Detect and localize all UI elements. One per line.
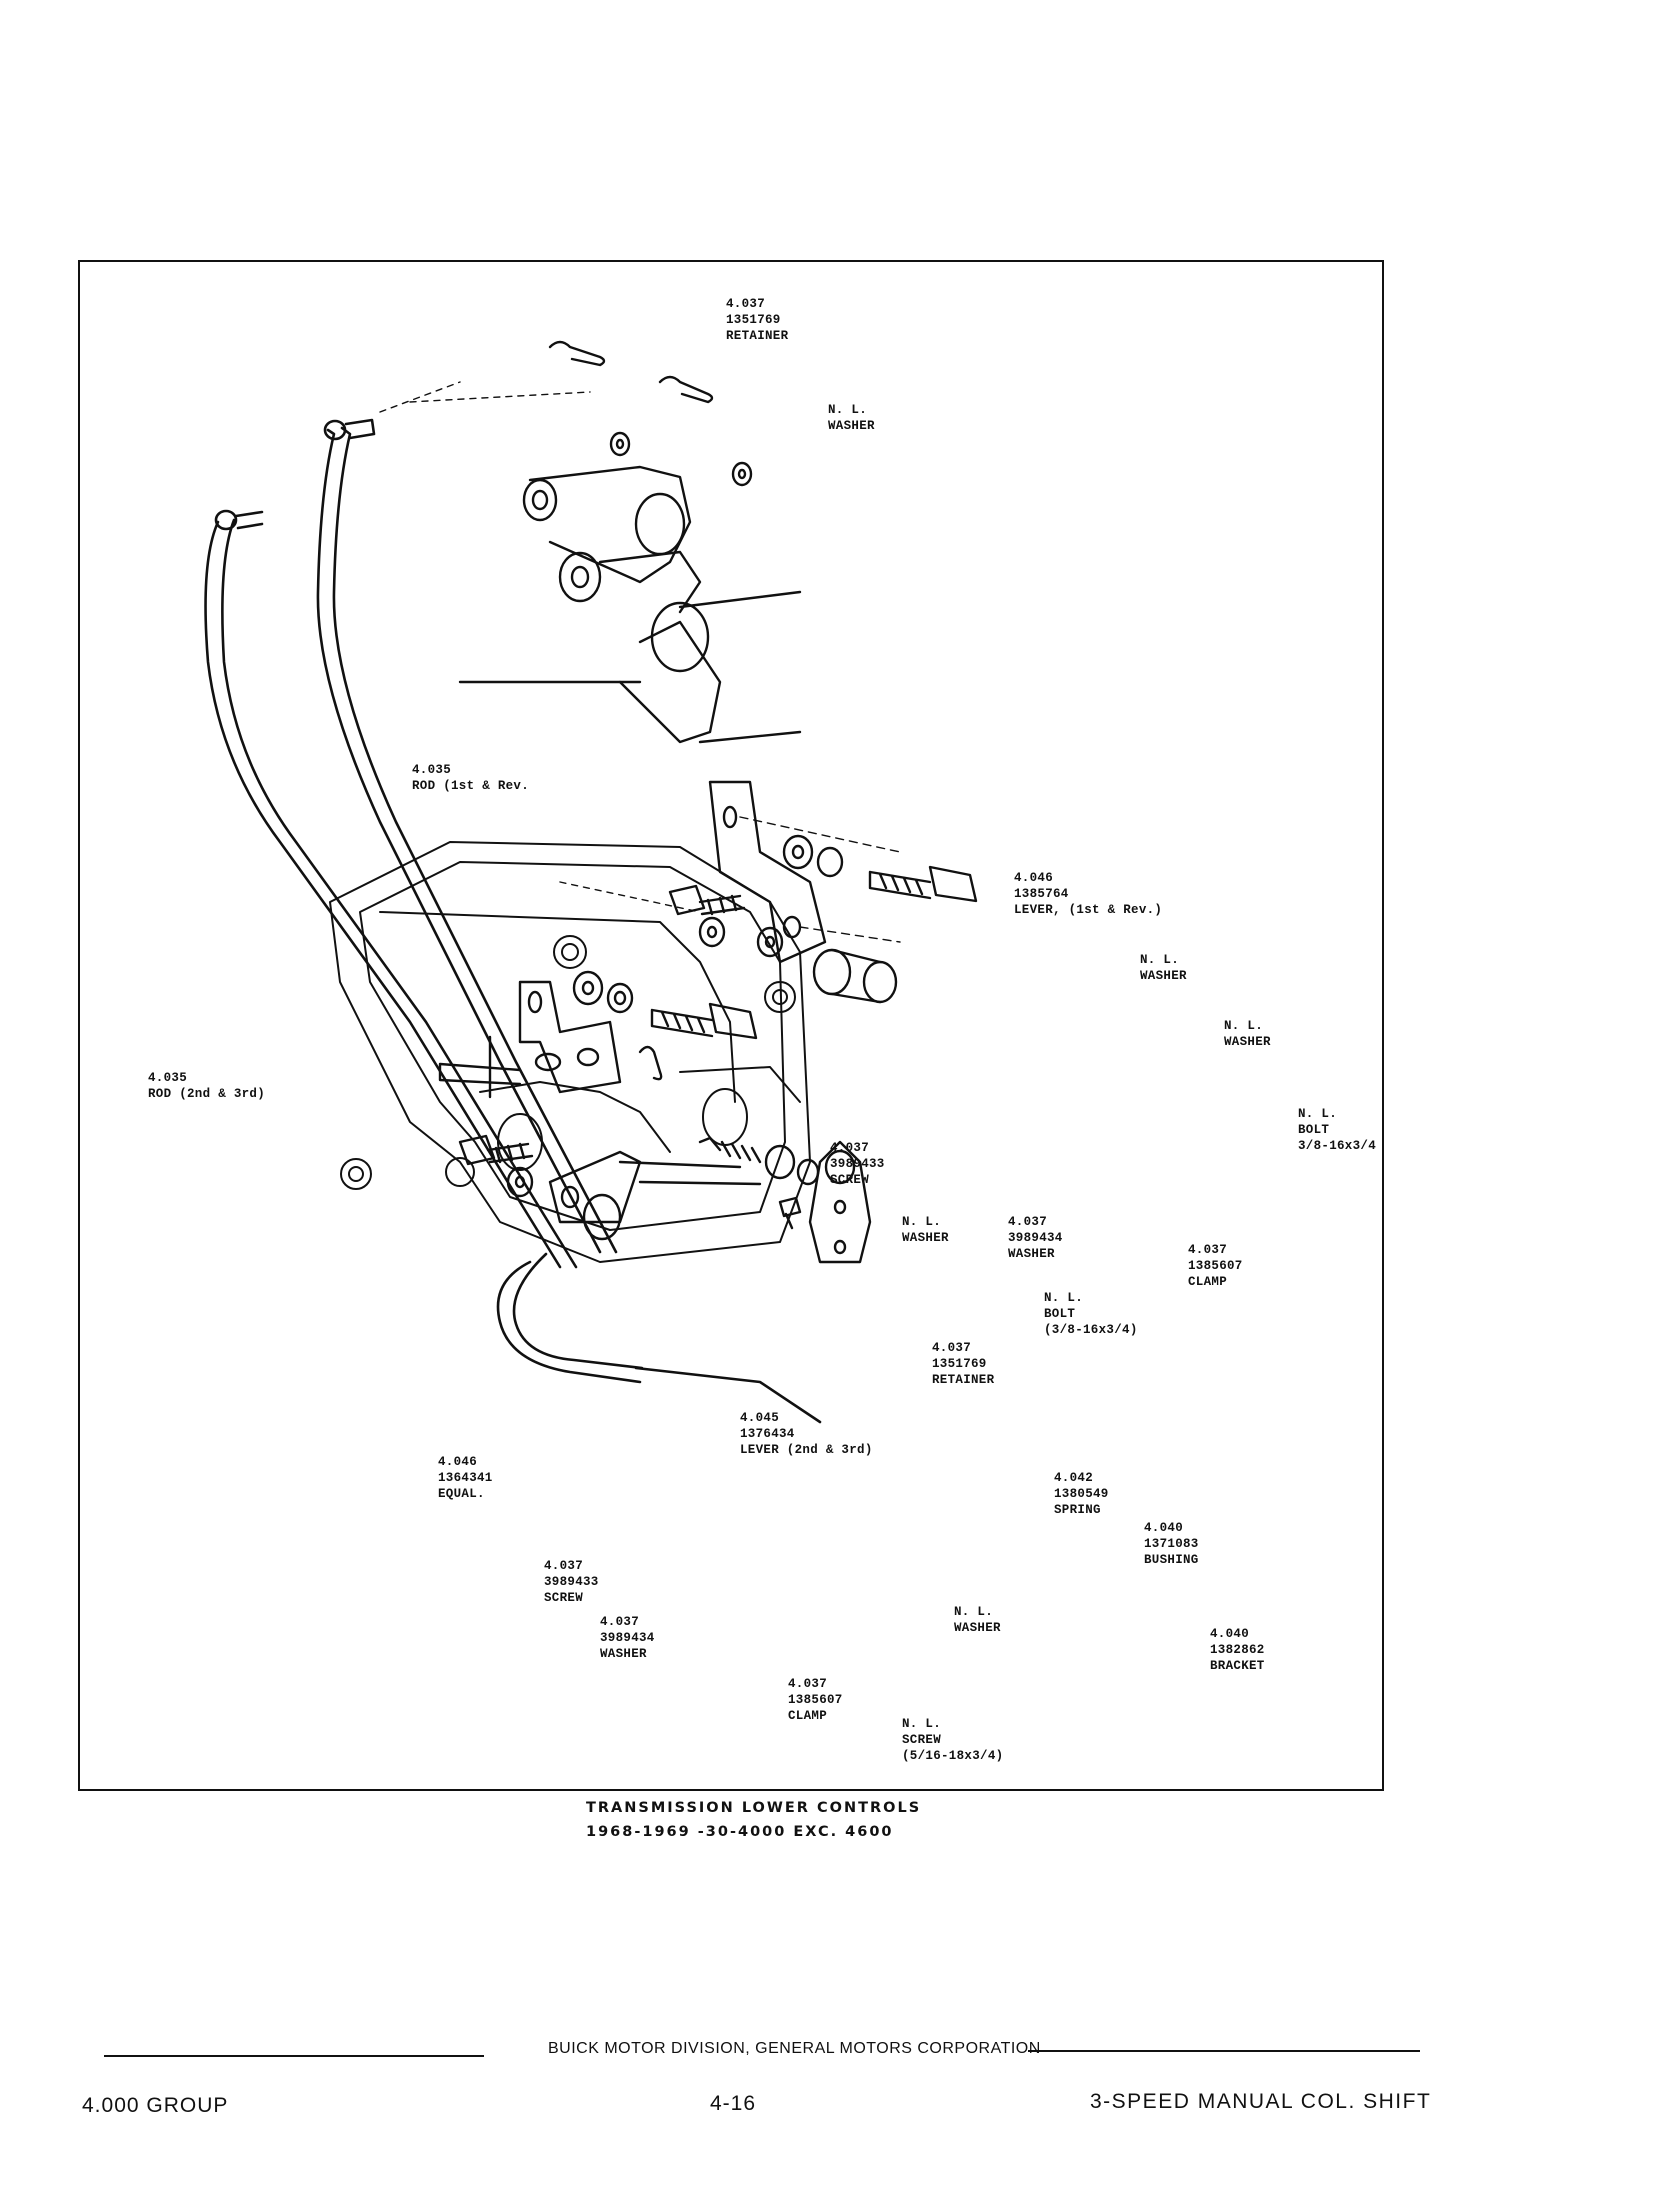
- label-washer-mid: 4.037 3989434 WASHER: [1008, 1215, 1063, 1261]
- label-spring: 4.042 1380549 SPRING: [1054, 1471, 1109, 1517]
- footer-group: 4.000 GROUP: [82, 2094, 229, 2117]
- diagram-frame: 4.037 1351769 RETAINER N. L. WASHER 4.03…: [78, 260, 1384, 1791]
- lower-assembly: [458, 1134, 872, 1264]
- footer-section: 3-SPEED MANUAL COL. SHIFT: [1090, 2090, 1432, 2113]
- label-clamp-low: 4.037 1385607 CLAMP: [788, 1677, 843, 1723]
- label-rod-1st-rev: 4.035 ROD (1st & Rev.: [412, 763, 530, 793]
- lever-2nd-3rd-shape: [438, 970, 758, 1099]
- label-retainer-mid: 4.037 1351769 RETAINER: [932, 1341, 995, 1387]
- footer-rule-right: [1028, 2050, 1420, 2052]
- label-washer-nl-c: N. L. WASHER: [902, 1215, 949, 1245]
- label-washer-low: 4.037 3989434 WASHER: [600, 1615, 655, 1661]
- label-washer-nl-d: N. L. WASHER: [954, 1605, 1001, 1635]
- footer-division: BUICK MOTOR DIVISION, GENERAL MOTORS COR…: [548, 2040, 1041, 2057]
- screw-washer-mid: [559, 881, 746, 948]
- rod-1st-rev: [316, 418, 618, 1254]
- label-clamp-mid: 4.037 1385607 CLAMP: [1188, 1243, 1243, 1289]
- label-screw-nl: N. L. SCREW (5/16-18x3/4): [902, 1717, 1004, 1763]
- caption-subtitle: 1968-1969 -30-4000 EXC. 4600: [586, 1824, 894, 1840]
- label-lever-1st-rev: 4.046 1385764 LEVER, (1st & Rev.): [1014, 871, 1163, 917]
- caption-title: TRANSMISSION LOWER CONTROLS: [586, 1800, 922, 1816]
- exploded-parts-drawing: [204, 340, 978, 1424]
- label-bolt-nl: N. L. BOLT 3/8-16x3/4: [1298, 1107, 1377, 1153]
- label-washer-top: N. L. WASHER: [828, 403, 875, 433]
- label-bracket: 4.040 1382862 BRACKET: [1210, 1627, 1265, 1673]
- shift-coupling: [379, 340, 802, 744]
- label-lever-2nd-3rd: 4.045 1376434 LEVER (2nd & 3rd): [740, 1411, 873, 1457]
- equalizer-rod: [496, 1252, 822, 1424]
- label-screw-low: 4.037 3989433 SCREW: [544, 1559, 599, 1605]
- rod-2nd-3rd: [204, 509, 578, 1269]
- label-equal: 4.046 1364341 EQUAL.: [438, 1455, 493, 1501]
- label-bolt-nl-b: N. L. BOLT (3/8-16x3/4): [1044, 1291, 1138, 1337]
- label-retainer-top: 4.037 1351769 RETAINER: [726, 297, 789, 343]
- footer-rule-left: [104, 2055, 484, 2057]
- label-rod-2nd-3rd: 4.035 ROD (2nd & 3rd): [148, 1071, 266, 1101]
- label-screw-mid: 4.037 3989433 SCREW: [830, 1141, 885, 1187]
- lever-1st-rev-shape: [708, 780, 901, 964]
- footer-page-number: 4-16: [710, 2092, 757, 2115]
- label-washer-nl-a: N. L. WASHER: [1140, 953, 1187, 983]
- transmission-housing: [329, 841, 811, 1263]
- washers-bolts-right: [756, 834, 978, 1004]
- label-bushing: 4.040 1371083 BUSHING: [1144, 1521, 1199, 1567]
- label-washer-nl-b: N. L. WASHER: [1224, 1019, 1271, 1049]
